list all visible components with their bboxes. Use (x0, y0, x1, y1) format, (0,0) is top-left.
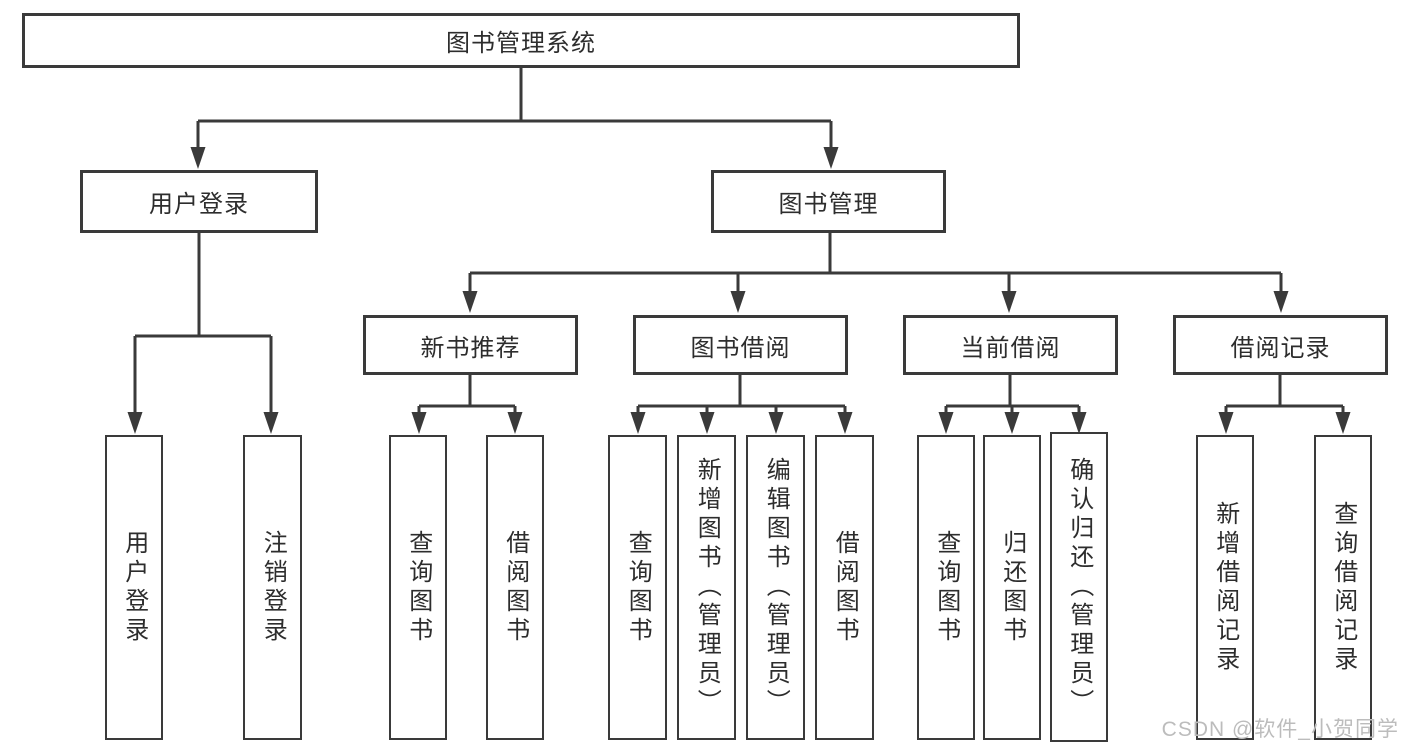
node-label: 图书借阅 (690, 334, 791, 362)
node-label: 确认归还（管理员） (1065, 456, 1093, 718)
leaf-user-login: 用户登录 (105, 435, 163, 740)
leaf-current-confirm-return-admin: 确认归还（管理员） (1050, 432, 1108, 742)
leaf-records-add-record: 新增借阅记录 (1196, 435, 1254, 740)
connector-new-book-recommend-to-leaves (411, 375, 523, 434)
leaf-recommend-borrow-books: 借阅图书 (486, 435, 544, 740)
node-label: 新书推荐 (420, 334, 521, 362)
node-library-management-system: 图书管理系统 (22, 13, 1020, 68)
arrow-down-icon (1273, 291, 1289, 313)
node-book-borrowing: 图书借阅 (633, 315, 848, 375)
node-book-management: 图书管理 (711, 170, 946, 233)
node-label: 图书管理系统 (446, 30, 596, 57)
leaf-recommend-query-books: 查询图书 (389, 435, 447, 740)
node-label: 用户登录 (149, 191, 249, 218)
arrow-down-icon (730, 291, 746, 313)
node-label: 查询借阅记录 (1329, 500, 1357, 675)
node-label: 借阅图书 (831, 529, 859, 646)
connector-book-management-to-level3 (462, 233, 1289, 313)
node-label: 当前借阅 (960, 334, 1061, 362)
arrow-down-icon (699, 412, 715, 434)
node-label: 注销登录 (259, 529, 287, 646)
arrow-down-icon (1001, 291, 1017, 313)
node-label: 用户登录 (120, 529, 148, 646)
node-label: 新增借阅记录 (1211, 500, 1239, 675)
arrow-down-icon (411, 412, 427, 434)
leaf-borrowing-query-books: 查询图书 (608, 435, 667, 740)
leaf-borrowing-borrow-books: 借阅图书 (815, 435, 874, 740)
leaf-current-return-books: 归还图书 (983, 435, 1041, 740)
node-user-login: 用户登录 (80, 170, 318, 233)
node-label: 借阅图书 (501, 529, 529, 646)
node-current-borrowing: 当前借阅 (903, 315, 1118, 375)
arrow-down-icon (768, 412, 784, 434)
connector-user-login-to-leaves (127, 233, 279, 434)
connector-book-borrowing-to-leaves (630, 375, 853, 434)
arrow-down-icon (462, 291, 478, 313)
connector-borrowing-records-to-leaves (1218, 375, 1351, 434)
arrow-down-icon (1335, 412, 1351, 434)
leaf-logout: 注销登录 (243, 435, 302, 740)
node-label: 查询图书 (932, 529, 960, 646)
leaf-records-query-record: 查询借阅记录 (1314, 435, 1372, 740)
node-new-book-recommend: 新书推荐 (363, 315, 578, 375)
arrow-down-icon (263, 412, 279, 434)
connector-current-borrowing-to-leaves (938, 375, 1087, 434)
leaf-borrowing-add-books-admin: 新增图书（管理员） (677, 435, 736, 740)
node-label: 借阅记录 (1230, 334, 1331, 362)
arrow-down-icon (1071, 412, 1087, 434)
node-label: 图书管理 (778, 191, 879, 218)
node-label: 编辑图书（管理员） (762, 457, 790, 718)
arrow-down-icon (938, 412, 954, 434)
arrow-down-icon (823, 147, 839, 169)
arrow-down-icon (630, 412, 646, 434)
arrow-down-icon (1218, 412, 1234, 434)
node-label: 新增图书（管理员） (693, 457, 721, 718)
arrow-down-icon (507, 412, 523, 434)
arrow-down-icon (1004, 412, 1020, 434)
leaf-borrowing-edit-books-admin: 编辑图书（管理员） (746, 435, 805, 740)
csdn-watermark: CSDN @软件_小贺同学 (1161, 718, 1399, 741)
arrow-down-icon (127, 412, 143, 434)
arrow-down-icon (190, 147, 206, 169)
node-label: 查询图书 (624, 529, 652, 646)
connector-root-to-level2 (190, 68, 839, 169)
node-label: 查询图书 (404, 529, 432, 646)
node-label: 归还图书 (998, 529, 1026, 646)
arrow-down-icon (837, 412, 853, 434)
node-borrowing-records: 借阅记录 (1173, 315, 1388, 375)
leaf-current-query-books: 查询图书 (917, 435, 975, 740)
